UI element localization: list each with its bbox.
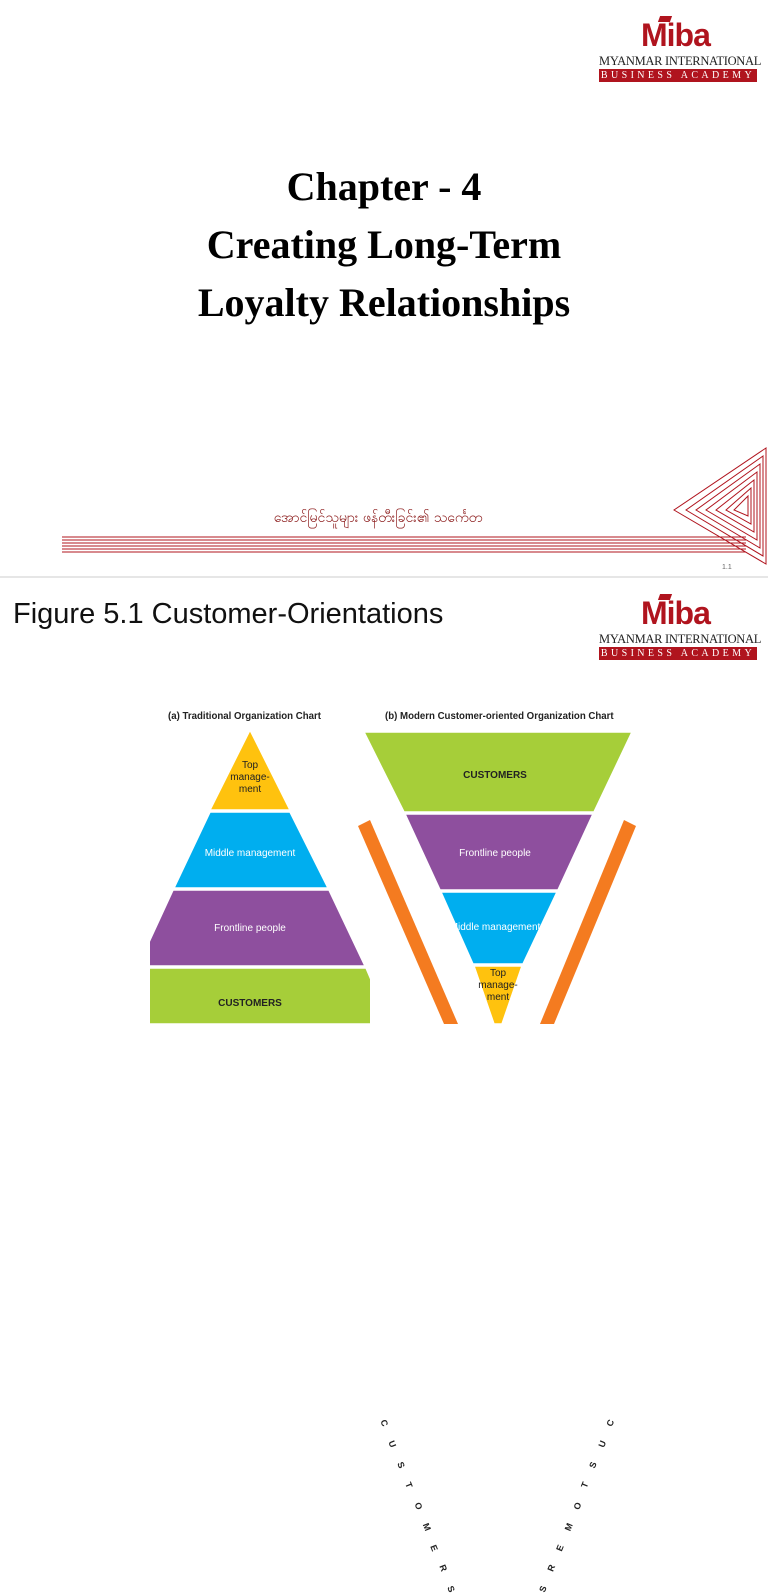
modern-frontline-label: Frontline people <box>459 848 531 859</box>
logo-line2: BUSINESS ACADEMY <box>599 647 757 660</box>
logo-word: Miba <box>641 595 711 631</box>
trad-middle-label: Middle management <box>204 848 296 859</box>
side-letter: U <box>596 1438 608 1449</box>
side-letter: E <box>553 1542 566 1553</box>
chapter-title-line1: Chapter - 4 <box>286 164 482 209</box>
side-letter: O <box>571 1500 583 1512</box>
side-letter: C <box>378 1418 391 1428</box>
modern-inverted-pyramid <box>358 731 636 1024</box>
logo-line1: MYANMAR INTERNATIONAL <box>599 632 762 646</box>
pyramid-customers <box>150 967 370 1024</box>
trad-top-label: Top manage- ment <box>230 760 270 795</box>
miba-logo: Miba MYANMAR INTERNATIONAL BUSINESS ACAD… <box>599 594 762 662</box>
side-letter: S <box>445 1584 457 1594</box>
slide-divider <box>0 576 768 578</box>
modern-chart-heading: (b) Modern Customer-oriented Organizatio… <box>385 710 614 722</box>
chapter-title-line2: Creating Long-Term <box>206 222 562 267</box>
myanmar-tagline: အောင်မြင်သူများ ဖန်တီးခြင်း၏ သင်္ကေတ <box>273 510 483 526</box>
figure-slide: Figure 5.1 Customer-Orientations Miba MY… <box>0 578 768 1594</box>
trad-customers-label: CUSTOMERS <box>218 998 282 1009</box>
side-letter: R <box>545 1563 558 1574</box>
right-customers-bar <box>540 820 636 1024</box>
miba-logo: Miba MYANMAR INTERNATIONAL BUSINESS ACAD… <box>599 16 762 84</box>
side-letter: E <box>428 1542 441 1553</box>
inverted-customers <box>362 731 634 813</box>
pyramid-frontline <box>150 889 367 967</box>
decorative-red-lines <box>62 536 746 553</box>
side-letter: M <box>420 1521 433 1533</box>
side-letter: U <box>386 1438 399 1449</box>
pyramid-top-management <box>208 728 292 811</box>
trad-frontline-label: Frontline people <box>214 923 286 934</box>
side-letter: S <box>537 1584 549 1594</box>
side-letter: R <box>437 1563 449 1574</box>
inverted-frontline <box>403 813 595 891</box>
modern-customers-label: CUSTOMERS <box>463 770 527 781</box>
side-letter: T <box>578 1480 591 1490</box>
side-letter: S <box>394 1459 407 1470</box>
modern-middle-label: Middle management <box>449 922 541 933</box>
side-letter: M <box>562 1521 575 1533</box>
left-customers-bar <box>358 820 458 1024</box>
inverted-top-management <box>472 965 524 1024</box>
slide-number: 1.1 <box>722 564 732 571</box>
traditional-chart-heading: (a) Traditional Organization Chart <box>168 710 321 722</box>
figure-title: Figure 5.1 Customer-Orientations <box>13 598 444 630</box>
logo-word: Miba <box>641 17 711 53</box>
side-letter: O <box>412 1500 424 1512</box>
side-letter: S <box>587 1459 600 1470</box>
inverted-middle-management <box>439 891 559 965</box>
side-letter: T <box>403 1480 415 1490</box>
pyramid-middle-management <box>172 811 330 889</box>
title-slide: Miba MYANMAR INTERNATIONAL BUSINESS ACAD… <box>0 0 768 576</box>
chapter-title-line3: Loyalty Relationships <box>197 280 571 325</box>
modern-top-label: Top manage- ment <box>478 968 518 1003</box>
traditional-pyramid <box>150 728 370 1024</box>
logo-line1: MYANMAR INTERNATIONAL <box>599 54 762 68</box>
logo-line2: BUSINESS ACADEMY <box>599 69 757 82</box>
side-letter: C <box>604 1418 617 1428</box>
